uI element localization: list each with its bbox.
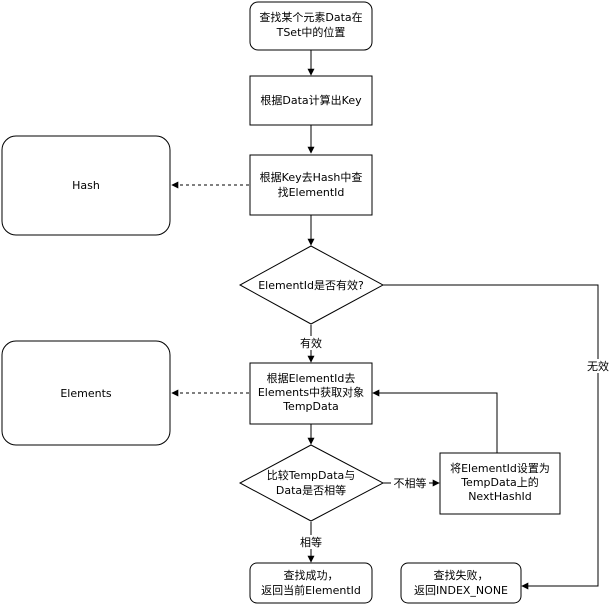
compute-key-node-line-1: 根据Data计算出Key <box>260 93 362 107</box>
hash-node-label: Hash <box>72 179 100 192</box>
edge-label-not-equal-bg <box>391 476 429 490</box>
edge-label-equal-bg <box>296 535 326 549</box>
elements-node-label: Elements <box>60 387 112 400</box>
failure-node-line-2: 返回INDEX_NONE <box>414 584 508 597</box>
start-node-line-1: 查找某个元素Data在 <box>259 10 362 24</box>
get-temp-node-line-3: TempData <box>282 400 339 413</box>
compare-node-line-1: 比较TempData与 <box>267 468 356 482</box>
svg-text:ElementId是否有效?: ElementId是否有效? <box>258 278 364 292</box>
success-node-line-1: 查找成功， <box>284 568 339 582</box>
svg-text:Elements: Elements <box>60 387 112 400</box>
get-temp-node-line-1: 根据ElementId去 <box>267 371 356 385</box>
svg-text:根据Key去Hash中查找ElementId: 根据Key去Hash中查找ElementId <box>260 170 363 199</box>
failure-node-line-1: 查找失败， <box>434 568 489 582</box>
valid-check-node: ElementId是否有效? <box>238 245 385 325</box>
svg-text:根据Data计算出Key: 根据Data计算出Key <box>260 93 362 107</box>
start-node-line-2: TSet中的位置 <box>276 25 346 39</box>
svg-text:查找成功，返回当前ElementId: 查找成功，返回当前ElementId <box>261 568 361 597</box>
edge-label-invalid-bg <box>586 359 610 373</box>
set-next-node-line-3: NextHashId <box>468 490 532 503</box>
edge-label-valid-bg <box>296 336 326 350</box>
get-temp-node-line-2: Elements中获取对象 <box>258 385 364 399</box>
failure-node: 查找失败， 返回INDEX_NONE <box>400 562 522 604</box>
svg-text:查找失败，返回INDEX_NONE: 查找失败， 返回INDEX_NONE <box>414 568 508 597</box>
success-node: 查找成功，返回当前ElementId <box>249 562 373 604</box>
find-id-node-line-2: 找ElementId <box>278 185 345 199</box>
find-id-node-line-1: 根据Key去Hash中查 <box>260 170 363 184</box>
edge-label-valid: 有效 <box>300 336 322 350</box>
elements-node: Elements <box>1 340 171 446</box>
edge-set-next-to-get-temp <box>372 389 498 453</box>
hash-node: Hash <box>1 135 171 236</box>
find-id-node: 根据Key去Hash中查找ElementId <box>249 154 373 216</box>
set-next-node-line-2: TempData上的 <box>460 475 539 489</box>
success-node-line-2: 返回当前ElementId <box>261 583 361 597</box>
compare-node-line-2: Data是否相等 <box>276 483 346 497</box>
set-next-node-line-1: 将ElementId设置为 <box>450 462 550 475</box>
compute-key-node: 根据Data计算出Key <box>249 75 373 126</box>
edge-valid-check-to-failure <box>383 284 599 590</box>
edge-label-equal: 相等 <box>300 535 322 549</box>
edge-label-not-equal: 不相等 <box>394 476 427 490</box>
valid-check-node-line-1: ElementId是否有效? <box>258 278 364 292</box>
edge-label-invalid: 无效 <box>587 359 609 373</box>
svg-text:Hash: Hash <box>72 179 100 192</box>
